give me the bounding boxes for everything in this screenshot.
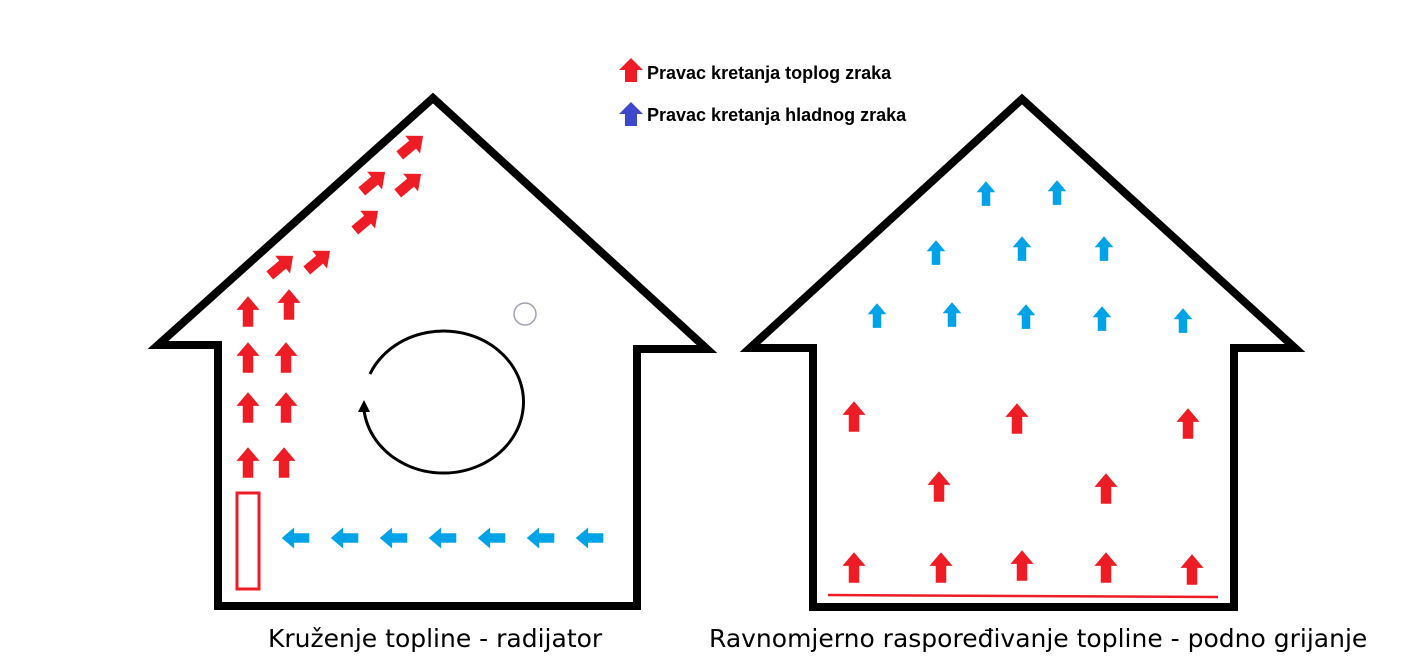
small-circle-icon [513, 302, 537, 326]
legend-warm-arrow-icon [619, 58, 643, 82]
warm-arrow-icon [929, 552, 953, 583]
warm-arrow-icon [1180, 554, 1204, 585]
warm-arrow-icon [236, 392, 260, 423]
warm-arrow-icon [1005, 403, 1029, 434]
warm-arrow-icon [1176, 408, 1200, 439]
cold-arrow-icon [428, 527, 457, 549]
caption-floor-heating: Ravnomjerno raspoređivanje topline - pod… [709, 624, 1367, 653]
house-floor-heating-outline [739, 93, 1306, 611]
warm-arrow-icon [236, 447, 260, 478]
cold-air-arrows-right [867, 180, 1193, 333]
warm-arrow-icon [274, 392, 298, 423]
radiator-icon [235, 491, 261, 591]
cold-arrow-icon [1092, 306, 1112, 331]
warm-arrow-icon [274, 342, 298, 373]
cold-air-arrows-left [281, 527, 604, 549]
cold-arrow-icon [1012, 236, 1032, 261]
warm-arrow-icon [236, 296, 260, 327]
warm-arrow-icon [351, 210, 379, 235]
warm-arrow-icon [1094, 552, 1118, 583]
warm-arrow-icon [236, 342, 260, 373]
caption-radiator: Kruženje topline - radijator [268, 624, 603, 653]
warm-arrow-icon [927, 471, 951, 502]
legend-cold-arrow-icon [619, 102, 643, 126]
warm-arrow-icon [1010, 550, 1034, 581]
cold-arrow-icon [1016, 304, 1036, 329]
legend-cold-label: Pravac kretanja hladnog zraka [647, 105, 907, 125]
warm-arrow-icon [842, 401, 866, 432]
warm-arrow-icon [842, 552, 866, 583]
cold-arrow-icon [575, 527, 604, 549]
cold-arrow-icon [926, 240, 946, 265]
warm-arrow-icon [358, 171, 386, 196]
cold-arrow-icon [867, 303, 887, 328]
cold-arrow-icon [477, 527, 506, 549]
legend-warm-label: Pravac kretanja toplog zraka [647, 63, 892, 83]
house-floor-heating [739, 93, 1306, 611]
warm-arrow-icon [396, 135, 424, 160]
circulation-icon [358, 329, 525, 475]
warm-air-arrows-right [842, 401, 1204, 585]
cold-arrow-icon [281, 527, 310, 549]
warm-arrow-icon [1094, 473, 1118, 504]
warm-arrow-icon [277, 289, 301, 320]
house-radiator [147, 92, 718, 610]
warm-air-arrows-left [236, 135, 424, 478]
cold-arrow-icon [526, 527, 555, 549]
legend: Pravac kretanja toplog zraka Pravac kret… [619, 58, 907, 126]
cold-arrow-icon [1047, 180, 1067, 205]
warm-arrow-icon [303, 250, 331, 275]
cold-arrow-icon [976, 181, 996, 206]
warm-arrow-icon [266, 255, 294, 280]
cold-arrow-icon [330, 527, 359, 549]
cold-arrow-icon [379, 527, 408, 549]
floor-heating-line [827, 593, 1219, 599]
house-radiator-outline [147, 92, 718, 610]
cold-arrow-icon [942, 302, 962, 327]
cold-arrow-icon [1173, 308, 1193, 333]
warm-arrow-icon [394, 173, 422, 198]
cold-arrow-icon [1094, 236, 1114, 261]
warm-arrow-icon [272, 447, 296, 478]
